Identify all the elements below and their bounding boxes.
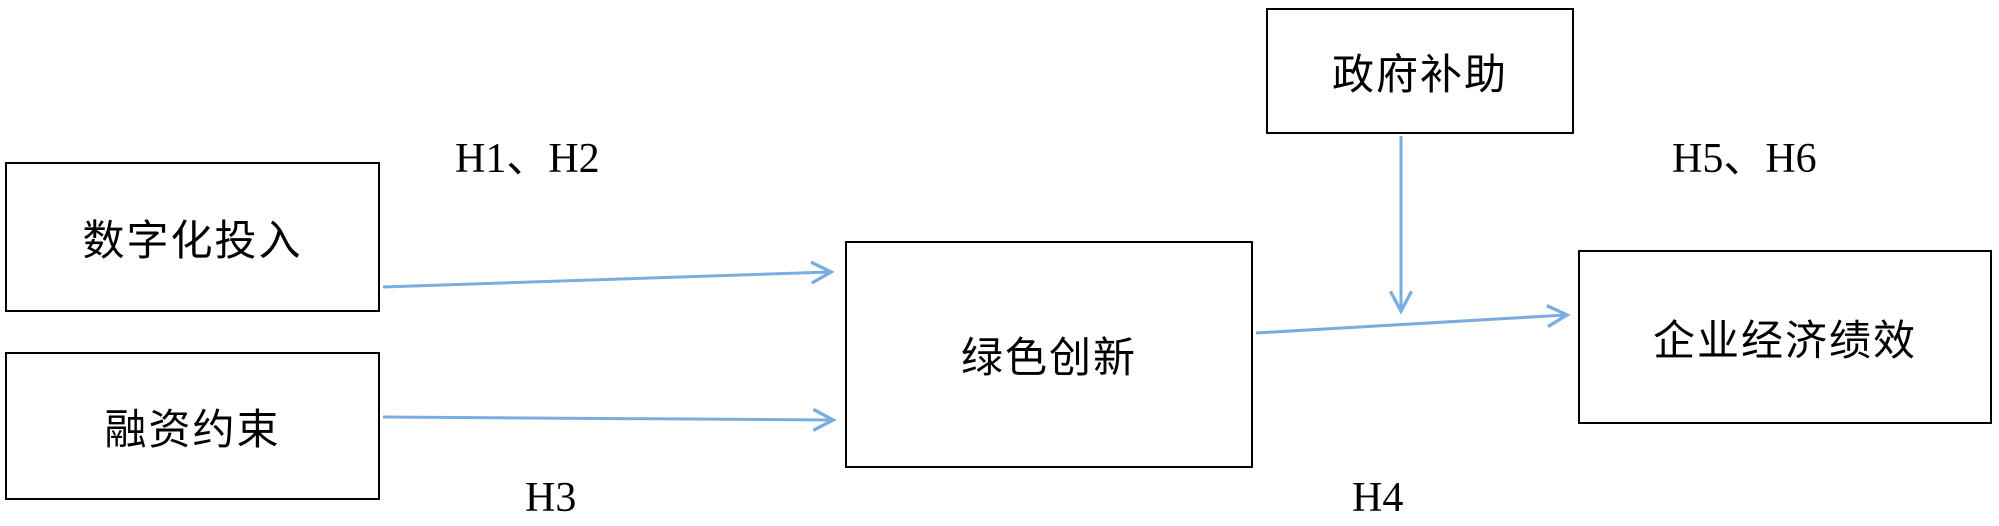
node-financing-constraint-label: 融资约束 bbox=[104, 407, 281, 454]
node-green-innovation: 绿色创新 bbox=[845, 241, 1253, 468]
node-economic-performance-label: 企业经济绩效 bbox=[1652, 318, 1917, 365]
hypothesis-label-h1-h2: H1、H2 bbox=[455, 136, 600, 182]
node-financing-constraint: 融资约束 bbox=[5, 352, 380, 500]
hypothesis-label-h3: H3 bbox=[525, 475, 577, 521]
node-government-subsidy-label: 政府补助 bbox=[1331, 52, 1508, 99]
node-government-subsidy: 政府补助 bbox=[1266, 8, 1574, 134]
node-digital-input-label: 数字化投入 bbox=[82, 218, 303, 265]
node-digital-input: 数字化投入 bbox=[5, 162, 380, 312]
arrow-green-to-performance bbox=[1255, 304, 1571, 335]
arrow-digital-to-green bbox=[382, 260, 835, 289]
arrow-financing-to-green bbox=[382, 407, 837, 432]
node-green-innovation-label: 绿色创新 bbox=[960, 336, 1137, 382]
node-economic-performance: 企业经济绩效 bbox=[1578, 250, 1992, 424]
hypothesis-label-h4: H4 bbox=[1352, 475, 1404, 521]
hypothesis-label-h5-h6: H5、H6 bbox=[1672, 136, 1817, 182]
